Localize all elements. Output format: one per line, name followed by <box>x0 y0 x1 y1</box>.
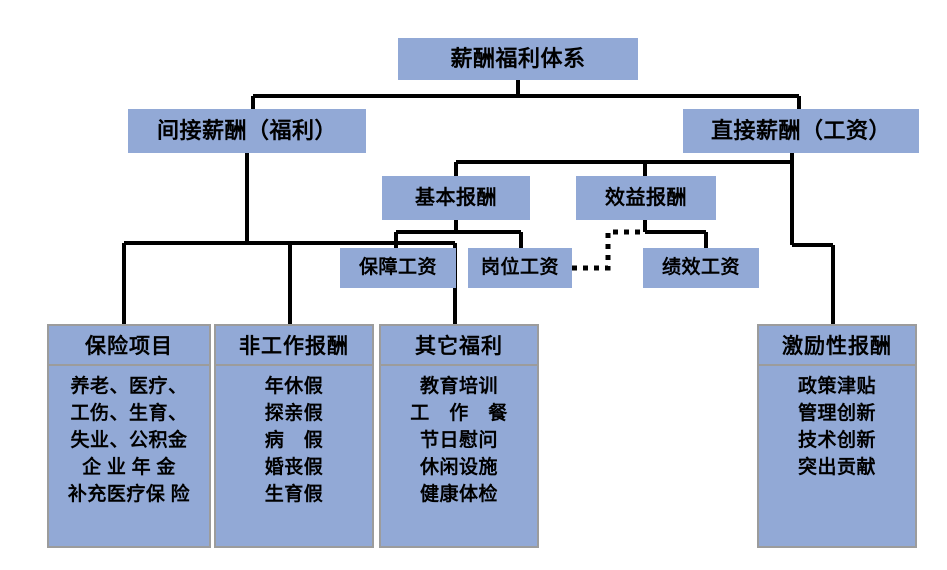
node-guaranteed-wage[interactable]: 保障工资 <box>340 248 456 288</box>
panel-body-insurance-items: 养老、医疗、工伤、生育、失业、公积金企 业 年 金补充医疗保 险 <box>49 366 209 546</box>
list-item: 探亲假 <box>264 402 324 424</box>
node-post-wage[interactable]: 岗位工资 <box>468 248 572 288</box>
panel-header-non-work-remuneration: 非工作报酬 <box>216 326 372 366</box>
panel-body-incentive-remuneration: 政策津贴管理创新技术创新突出贡献 <box>759 366 915 546</box>
connector-root-to-level1 <box>251 80 801 109</box>
connector-benefit-to-performance <box>643 220 708 248</box>
panel-header-insurance-items: 保险项目 <box>49 326 209 366</box>
node-basic-remuneration[interactable]: 基本报酬 <box>382 176 530 220</box>
connector-direct-to-level2 <box>454 153 794 176</box>
list-item: 管理创新 <box>797 402 876 424</box>
node-root-compensation-system[interactable]: 薪酬福利体系 <box>398 38 638 80</box>
list-item: 病 假 <box>264 429 324 451</box>
connector-indirect-to-panels <box>122 153 292 324</box>
panel-header-other-benefits: 其它福利 <box>381 326 537 366</box>
list-item: 节日慰问 <box>419 429 498 451</box>
list-item: 失业、公积金 <box>70 429 188 451</box>
list-item: 教育培训 <box>419 376 498 397</box>
panel-other-benefits[interactable]: 其它福利 教育培训工 作 餐节日慰问休闲设施健康体检 <box>379 324 539 548</box>
node-benefit-remuneration[interactable]: 效益报酬 <box>576 176 716 220</box>
list-item: 工伤、生育、 <box>70 402 188 424</box>
list-item: 技术创新 <box>797 429 876 451</box>
panel-insurance-items[interactable]: 保险项目 养老、医疗、工伤、生育、失业、公积金企 业 年 金补充医疗保 险 <box>47 324 211 548</box>
connector-basic-to-wages <box>394 220 523 248</box>
panel-body-other-benefits: 教育培训工 作 餐节日慰问休闲设施健康体检 <box>381 366 537 546</box>
list-item: 生育假 <box>264 483 324 505</box>
connector-direct-to-incentive <box>790 162 835 324</box>
list-item: 工 作 餐 <box>410 402 508 424</box>
panel-non-work-remuneration[interactable]: 非工作报酬 年休假探亲假病 假婚丧假生育假 <box>214 324 374 548</box>
panel-header-incentive-remuneration: 激励性报酬 <box>759 326 915 366</box>
connector-dotted-post-to-benefit <box>572 229 645 271</box>
node-indirect-compensation[interactable]: 间接薪酬（福利） <box>128 109 366 153</box>
list-item: 政策津贴 <box>797 376 876 397</box>
node-direct-compensation[interactable]: 直接薪酬（工资） <box>683 109 919 153</box>
list-item: 年休假 <box>264 376 324 397</box>
node-performance-wage[interactable]: 绩效工资 <box>643 248 759 288</box>
panel-body-non-work-remuneration: 年休假探亲假病 假婚丧假生育假 <box>216 366 372 546</box>
list-item: 企 业 年 金 <box>82 456 176 478</box>
list-item: 休闲设施 <box>419 456 498 478</box>
list-item: 健康体检 <box>419 483 498 505</box>
list-item: 婚丧假 <box>264 456 324 478</box>
panel-incentive-remuneration[interactable]: 激励性报酬 政策津贴管理创新技术创新突出贡献 <box>757 324 917 548</box>
list-item: 补充医疗保 险 <box>67 483 191 505</box>
list-item: 养老、医疗、 <box>70 376 188 397</box>
list-item: 突出贡献 <box>797 456 876 478</box>
